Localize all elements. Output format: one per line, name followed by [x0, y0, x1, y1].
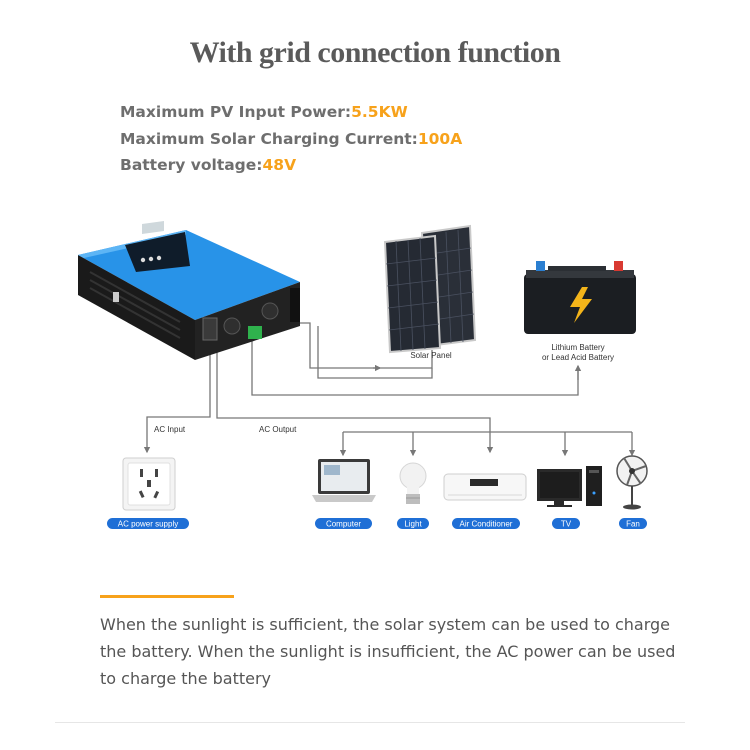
fan-badge: Fan — [619, 518, 647, 529]
wiring-lines — [143, 319, 636, 457]
spec-value: 5.5KW — [351, 103, 408, 121]
accent-divider — [100, 595, 234, 598]
spec-label: Battery voltage: — [120, 156, 263, 174]
wall-socket-icon — [122, 457, 176, 511]
battery-label-line1: Lithium Battery — [551, 343, 604, 352]
spec-max-pv-power: Maximum PV Input Power:5.5KW — [120, 103, 408, 121]
inverter-device — [78, 220, 300, 360]
light-badge: Light — [397, 518, 429, 529]
bottom-divider — [55, 722, 685, 723]
computer-badge: Computer — [315, 518, 372, 529]
air-conditioner-badge: Air Conditioner — [452, 518, 520, 529]
ac-output-label: AC Output — [259, 425, 297, 434]
description-text: When the sunlight is sufficient, the sol… — [100, 615, 676, 688]
solar-panel-image — [383, 224, 477, 354]
page-title: With grid connection function — [189, 36, 561, 69]
spec-label: Maximum PV Input Power: — [120, 103, 352, 121]
light-label: Light — [404, 520, 422, 529]
spec-value: 48V — [262, 156, 297, 174]
ac-input-label: AC Input — [154, 425, 186, 434]
battery-image — [524, 261, 636, 334]
laptop-icon — [312, 459, 376, 502]
air-conditioner-icon — [443, 473, 527, 501]
spec-label: Maximum Solar Charging Current: — [120, 130, 418, 148]
ac-power-supply-label: AC power supply — [118, 520, 178, 529]
ac-power-supply-badge: AC power supply — [107, 518, 189, 529]
spec-value: 100A — [417, 130, 463, 148]
battery-label-line2: or Lead Acid Battery — [542, 353, 614, 362]
spec-max-charging-current: Maximum Solar Charging Current:100A — [120, 130, 462, 148]
computer-label: Computer — [326, 520, 361, 529]
fan-label: Fan — [626, 520, 640, 529]
tv-badge: TV — [552, 518, 580, 529]
tv-icon — [537, 466, 602, 507]
air-conditioner-label: Air Conditioner — [460, 520, 513, 529]
light-bulb-icon — [399, 462, 427, 504]
solar-panel-label: Solar Panel — [410, 351, 452, 360]
tv-label: TV — [561, 520, 572, 529]
spec-battery-voltage: Battery voltage:48V — [120, 156, 296, 174]
fan-icon — [616, 455, 648, 510]
